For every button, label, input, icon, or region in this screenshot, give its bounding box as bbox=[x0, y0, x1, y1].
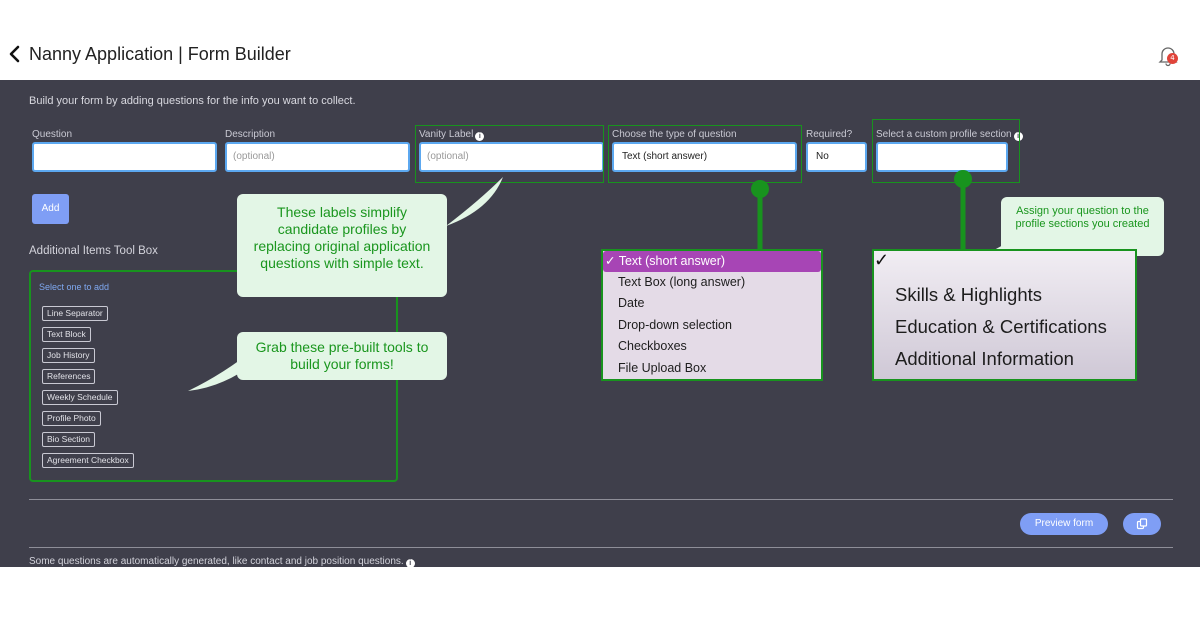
vanity-label-highlight bbox=[415, 125, 604, 183]
dropdown-option[interactable]: Text Box (long answer) bbox=[618, 275, 746, 289]
intro-text: Build your form by adding questions for … bbox=[29, 95, 356, 107]
dropdown-option[interactable]: Date bbox=[618, 296, 645, 310]
dropdown-option[interactable]: Checkboxes bbox=[618, 339, 687, 353]
divider bbox=[29, 499, 1173, 500]
tool-agreement-checkbox[interactable]: Agreement Checkbox bbox=[42, 453, 134, 468]
question-type-label: Choose the type of question bbox=[612, 129, 737, 140]
notification-badge: 4 bbox=[1167, 53, 1178, 64]
preview-form-button[interactable]: Preview form bbox=[1020, 513, 1108, 535]
footnote: Some questions are automatically generat… bbox=[29, 556, 415, 568]
dropdown-option[interactable]: Drop-down selection bbox=[618, 318, 732, 332]
required-label: Required? bbox=[806, 129, 853, 140]
info-icon[interactable]: i bbox=[1013, 132, 1023, 141]
tool-job-history[interactable]: Job History bbox=[42, 348, 95, 363]
dropdown-option-selected[interactable]: ✓ Text (short answer) bbox=[603, 251, 821, 272]
profile-section-dropdown bbox=[872, 249, 1137, 381]
info-icon[interactable]: i bbox=[405, 559, 415, 568]
dropdown-option[interactable]: Education & Certifications bbox=[895, 316, 1107, 337]
tool-profile-photo[interactable]: Profile Photo bbox=[42, 411, 101, 426]
page-title: Nanny Application | Form Builder bbox=[29, 44, 291, 64]
info-icon[interactable]: i bbox=[475, 132, 485, 141]
checkmark-icon: ✓ bbox=[874, 250, 890, 270]
dropdown-option[interactable]: Additional Information bbox=[895, 348, 1074, 369]
tool-weekly-schedule[interactable]: Weekly Schedule bbox=[42, 390, 118, 405]
add-button[interactable]: Add bbox=[32, 194, 69, 224]
description-label: Description bbox=[225, 129, 276, 140]
profile-section-select[interactable] bbox=[876, 142, 1008, 172]
copy-icon bbox=[1136, 518, 1148, 530]
toolbox-title: Additional Items Tool Box bbox=[29, 245, 158, 257]
tool-text-block[interactable]: Text Block bbox=[42, 327, 91, 342]
tool-line-separator[interactable]: Line Separator bbox=[42, 306, 108, 321]
dropdown-option[interactable]: File Upload Box bbox=[618, 361, 707, 375]
toolbox-callout: Grab these pre-built tools to build your… bbox=[237, 332, 447, 380]
question-label: Question bbox=[32, 129, 73, 140]
tool-references[interactable]: References bbox=[42, 369, 96, 384]
vanity-label-input[interactable]: (optional) bbox=[419, 142, 604, 172]
vanity-label-callout: These labels simplify candidate profiles… bbox=[237, 194, 447, 297]
dropdown-option[interactable]: Skills & Highlights bbox=[895, 284, 1043, 305]
checkmark-icon: ✓ bbox=[605, 254, 616, 268]
question-input[interactable] bbox=[32, 142, 217, 172]
divider bbox=[29, 547, 1173, 548]
description-input[interactable]: (optional) bbox=[225, 142, 410, 172]
required-select[interactable]: No bbox=[806, 142, 867, 172]
profile-section-highlight bbox=[872, 119, 1020, 183]
toolbox-hint: Select one to add bbox=[39, 282, 110, 292]
copy-button[interactable] bbox=[1123, 513, 1161, 535]
back-arrow-icon[interactable] bbox=[6, 44, 24, 64]
question-type-highlight bbox=[608, 125, 802, 183]
profile-section-callout: Assign your question to the profile sect… bbox=[1001, 197, 1164, 256]
tool-bio-section[interactable]: Bio Section bbox=[42, 432, 95, 447]
question-type-select[interactable]: Text (short answer) bbox=[612, 142, 797, 172]
